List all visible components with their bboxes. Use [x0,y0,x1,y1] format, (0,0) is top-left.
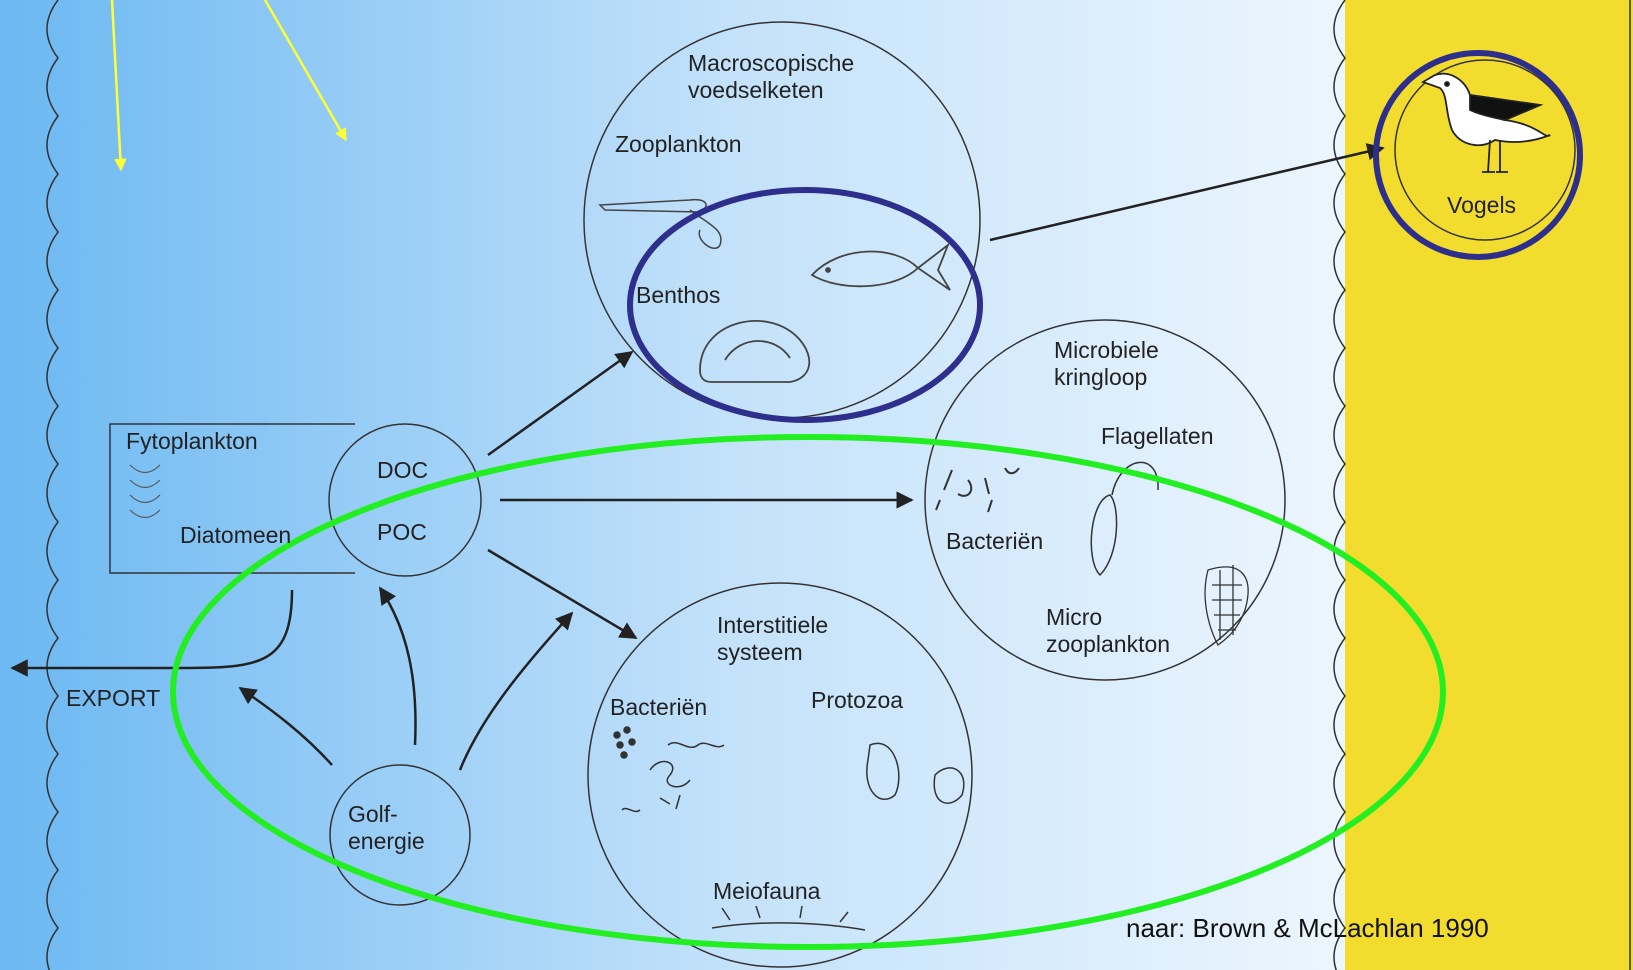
bacterien-interstitial-label: Bacteriën [610,694,707,721]
benthos-label: Benthos [636,282,720,309]
interstitial-title: Interstitiele systeem [717,612,828,666]
zooplankton-label: Zooplankton [615,131,742,158]
microbial-loop-title: Microbiele kringloop [1054,337,1159,391]
vogels-label: Vogels [1447,192,1516,219]
flagellaten-label: Flagellaten [1101,423,1214,450]
protozoa-label: Protozoa [811,687,903,714]
export-label: EXPORT [66,685,160,712]
meiofauna-label: Meiofauna [713,878,820,905]
microzooplankton-label: Micro zooplankton [1046,604,1170,658]
golfenergie-label: Golf- energie [348,801,425,855]
bacterien-microbial-label: Bacteriën [946,528,1043,555]
doc-label: DOC [377,457,428,484]
poc-label: POC [377,519,427,546]
diatomeen-label: Diatomeen [180,522,291,549]
source-credit: naar: Brown & McLachlan 1990 [1126,915,1489,942]
fytoplankton-label: Fytoplankton [126,428,258,455]
macro-foodchain-title: Macroscopische voedselketen [688,50,854,104]
